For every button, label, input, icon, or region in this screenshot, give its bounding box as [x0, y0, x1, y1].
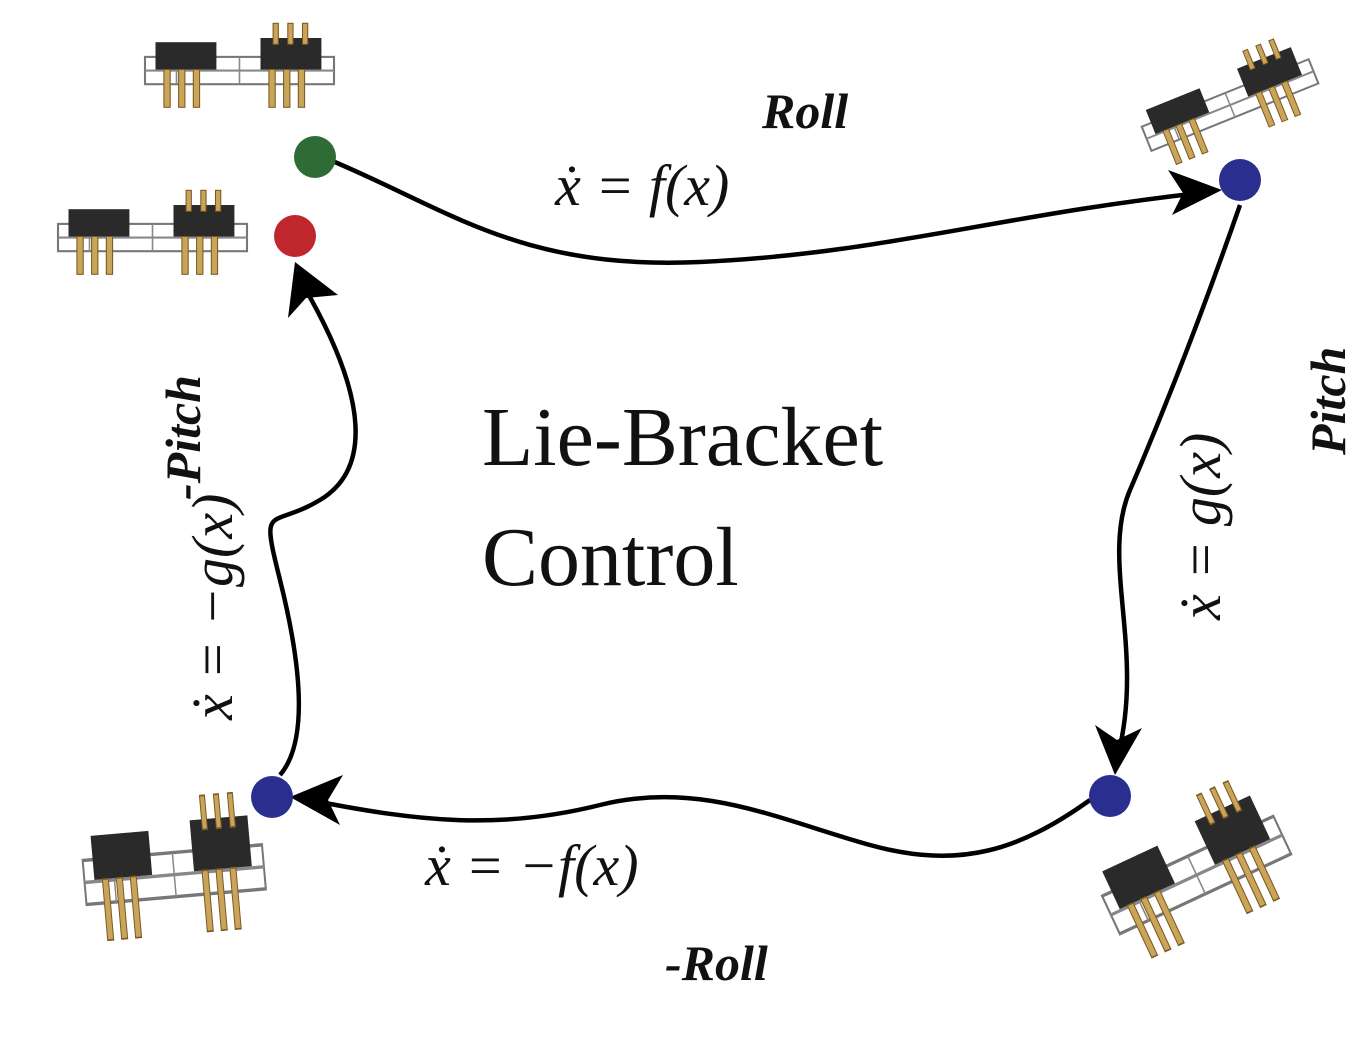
pitch-label: Pitch [1300, 347, 1356, 456]
robot-start-icon [143, 22, 336, 109]
title-line-1: Lie-Bracket [482, 391, 883, 484]
neg-roll-label: -Roll [665, 935, 768, 991]
end-node [274, 215, 316, 257]
arrowhead-icon [290, 775, 343, 825]
neg-roll-equation: ẋ = −f(x) [424, 833, 639, 898]
roll-label: Roll [761, 83, 848, 139]
node-after-neg-roll [251, 776, 293, 818]
arrowhead-icon [288, 262, 338, 318]
start-node [294, 136, 336, 178]
robot-rolled-icon [1128, 28, 1328, 173]
node-after-roll [1219, 159, 1261, 201]
title-line-2: Control [482, 511, 739, 604]
node-after-pitch [1089, 775, 1131, 817]
neg-roll-path [309, 794, 1092, 858]
neg-pitch-label: -Pitch [155, 375, 211, 500]
roll-path [329, 157, 1201, 265]
robot-end-icon [56, 189, 249, 276]
neg-pitch-path [268, 283, 358, 777]
pitch-equation: ẋ = g(x) [1168, 433, 1233, 621]
pitch-path [1115, 204, 1243, 756]
neg-pitch-equation: ẋ = −g(x) [180, 494, 245, 721]
robot-pitched-icon [76, 788, 271, 944]
arrowhead-icon [1095, 725, 1142, 775]
roll-equation: ẋ = f(x) [554, 153, 729, 218]
arrowhead-icon [1168, 170, 1222, 215]
